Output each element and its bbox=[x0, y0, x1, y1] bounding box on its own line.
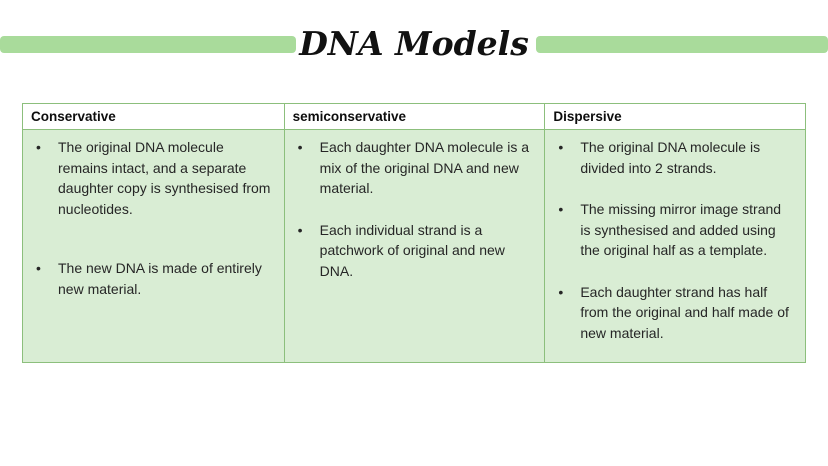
bullet-item: The original DNA molecule is divided int… bbox=[555, 137, 795, 178]
bullet-item: The new DNA is made of entirely new mate… bbox=[33, 258, 274, 299]
column-body-dispersive: The original DNA molecule is divided int… bbox=[545, 130, 805, 362]
column-header-conservative: Conservative bbox=[23, 104, 284, 130]
bullet-item: Each daughter DNA molecule is a mix of t… bbox=[295, 137, 535, 199]
column-header-semiconservative: semiconservative bbox=[284, 104, 545, 130]
column-header-dispersive: Dispersive bbox=[545, 104, 805, 130]
bullet-list: Each daughter DNA molecule is a mix of t… bbox=[295, 137, 535, 281]
dna-models-table: Conservative The original DNA molecule r… bbox=[22, 103, 806, 363]
column-body-conservative: The original DNA molecule remains intact… bbox=[23, 130, 284, 362]
bullet-item: The original DNA molecule remains intact… bbox=[33, 137, 274, 219]
bullet-item: Each daughter strand has half from the o… bbox=[555, 282, 795, 344]
table-column-semiconservative: semiconservative Each daughter DNA molec… bbox=[283, 104, 545, 362]
bullet-list: The original DNA molecule is divided int… bbox=[555, 137, 795, 343]
bullet-list: The original DNA molecule remains intact… bbox=[33, 137, 274, 299]
title-decoration-bar-right bbox=[536, 36, 828, 53]
table-column-conservative: Conservative The original DNA molecule r… bbox=[23, 104, 284, 362]
bullet-item: Each individual strand is a patchwork of… bbox=[295, 220, 535, 282]
bullet-item: The missing mirror image strand is synth… bbox=[555, 199, 795, 261]
title-decoration-bar-left bbox=[0, 36, 296, 53]
slide-title: DNA Models bbox=[299, 24, 529, 63]
column-body-semiconservative: Each daughter DNA molecule is a mix of t… bbox=[284, 130, 545, 362]
table-column-dispersive: Dispersive The original DNA molecule is … bbox=[544, 104, 805, 362]
